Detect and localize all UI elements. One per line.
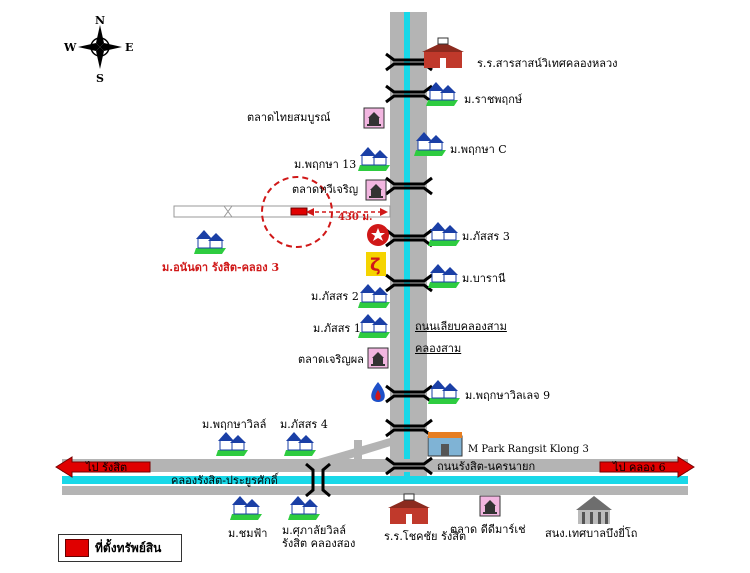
svg-text:ζ: ζ bbox=[370, 255, 381, 276]
main-road bbox=[62, 459, 688, 472]
office-icon bbox=[576, 496, 612, 524]
arrow-left-icon bbox=[55, 456, 151, 478]
house-icons bbox=[194, 82, 460, 520]
house-icon bbox=[284, 432, 316, 456]
compass-e: E bbox=[125, 41, 134, 54]
market-icons bbox=[363, 107, 501, 517]
bridge-icon bbox=[385, 228, 433, 248]
bottom-road bbox=[62, 486, 688, 495]
label-chomfa: ม.ชมฟ้า bbox=[228, 527, 268, 540]
soi-road bbox=[173, 205, 391, 218]
caltex-icon bbox=[367, 224, 389, 246]
house-icon bbox=[230, 496, 262, 520]
label-main-road: ถนนรังสิต-นครนายก bbox=[437, 460, 536, 473]
label-phatsorn3: ม.ภัสสร 3 bbox=[462, 230, 510, 243]
shop-icon bbox=[427, 432, 463, 457]
house-icon bbox=[428, 264, 460, 288]
market-icon bbox=[367, 347, 389, 369]
ptt-icon bbox=[371, 382, 385, 402]
compass-s: S bbox=[96, 72, 104, 85]
school-icon bbox=[422, 37, 464, 68]
label-baranee: ม.บารานี bbox=[462, 272, 506, 285]
bridge-icon bbox=[305, 462, 331, 498]
house-icon bbox=[358, 147, 390, 171]
house-icon bbox=[426, 82, 458, 106]
house-icon bbox=[288, 496, 320, 520]
label-distance: 430 ม. bbox=[338, 212, 373, 223]
bridge-icon bbox=[385, 176, 433, 196]
compass-w: W bbox=[64, 41, 77, 54]
school-icon bbox=[388, 493, 430, 524]
bridge-icon bbox=[385, 384, 433, 404]
label-ananda: ม.อนันดา รังสิต-คลอง 3 bbox=[162, 261, 280, 274]
label-bottom-canal: คลองรังสิต-ประยูรศักดิ์ bbox=[171, 474, 278, 487]
house-icon bbox=[428, 222, 460, 246]
bridge-icon bbox=[385, 84, 433, 104]
label-school-top: ร.ร.สารสาสน์วิเทศคลองหลวง bbox=[477, 57, 618, 70]
market-icon bbox=[479, 495, 501, 517]
label-pruksaville: ม.พฤกษาวิลล์ bbox=[202, 418, 267, 431]
label-school-bottom: ร.ร.โชคชัย รังสิต bbox=[384, 530, 467, 543]
arrow-right-icon bbox=[599, 456, 695, 478]
label-phatsorn4: ม.ภัสสร 4 bbox=[280, 418, 328, 431]
label-canal: คลองสาม bbox=[415, 342, 462, 355]
house-icon bbox=[358, 314, 390, 338]
bottom-canal bbox=[62, 476, 688, 484]
label-talad-dee: ตลาด ดีดีมาร์เช่ bbox=[450, 523, 526, 536]
label-talad-thaisomboon: ตลาดไทยสมบูรณ์ bbox=[247, 111, 331, 124]
house-icon bbox=[414, 132, 446, 156]
label-phatsorn1: ม.ภัสสร 1 bbox=[313, 322, 361, 335]
house-icon bbox=[216, 432, 248, 456]
label-dir-right: ไป คลอง 6 bbox=[613, 461, 666, 474]
label-rachaprues: ม.ราชพฤกษ์ bbox=[464, 93, 523, 106]
market-icon bbox=[365, 179, 387, 201]
legend: ที่ตั้งทรัพย์สิน bbox=[58, 534, 182, 562]
legend-swatch bbox=[65, 539, 89, 557]
label-talad-charoenpol: ตลาดเจริญผล bbox=[298, 353, 364, 366]
label-phatsorn2: ม.ภัสสร 2 bbox=[311, 290, 359, 303]
label-canal-road: ถนนเลียบคลองสาม bbox=[415, 320, 507, 333]
compass-n: N bbox=[95, 14, 106, 27]
label-mpark: M Park Rangsit Klong 3 bbox=[468, 444, 589, 455]
house-icon bbox=[194, 230, 226, 254]
label-pruksa-c: ม.พฤกษา C bbox=[450, 143, 507, 156]
vertical-canal bbox=[404, 12, 410, 482]
label-supalai: ม.ศุภาลัยวิลล์ รังสิต คลองสอง bbox=[282, 524, 356, 550]
house-icon bbox=[428, 380, 460, 404]
label-dir-left: ไป รังสิต bbox=[86, 461, 128, 474]
compass-icon bbox=[78, 25, 122, 69]
label-pruksavillage9: ม.พฤกษาวิลเลจ 9 bbox=[465, 389, 551, 402]
label-nonthaburi: สนง.เทศบาลบึงยี่โถ bbox=[545, 527, 638, 540]
label-pruksa13: ม.พฤกษา 13 bbox=[294, 158, 357, 171]
bridge-icon bbox=[385, 456, 433, 476]
label-talad-tawee: ตลาดทวีเจริญ bbox=[292, 183, 359, 196]
legend-label: ที่ตั้งทรัพย์สิน bbox=[95, 540, 162, 555]
property-marker[interactable] bbox=[290, 207, 308, 216]
shell-icon: ζ bbox=[366, 252, 386, 276]
market-icon bbox=[363, 107, 385, 129]
bridges bbox=[305, 52, 433, 498]
house-icon bbox=[358, 284, 390, 308]
